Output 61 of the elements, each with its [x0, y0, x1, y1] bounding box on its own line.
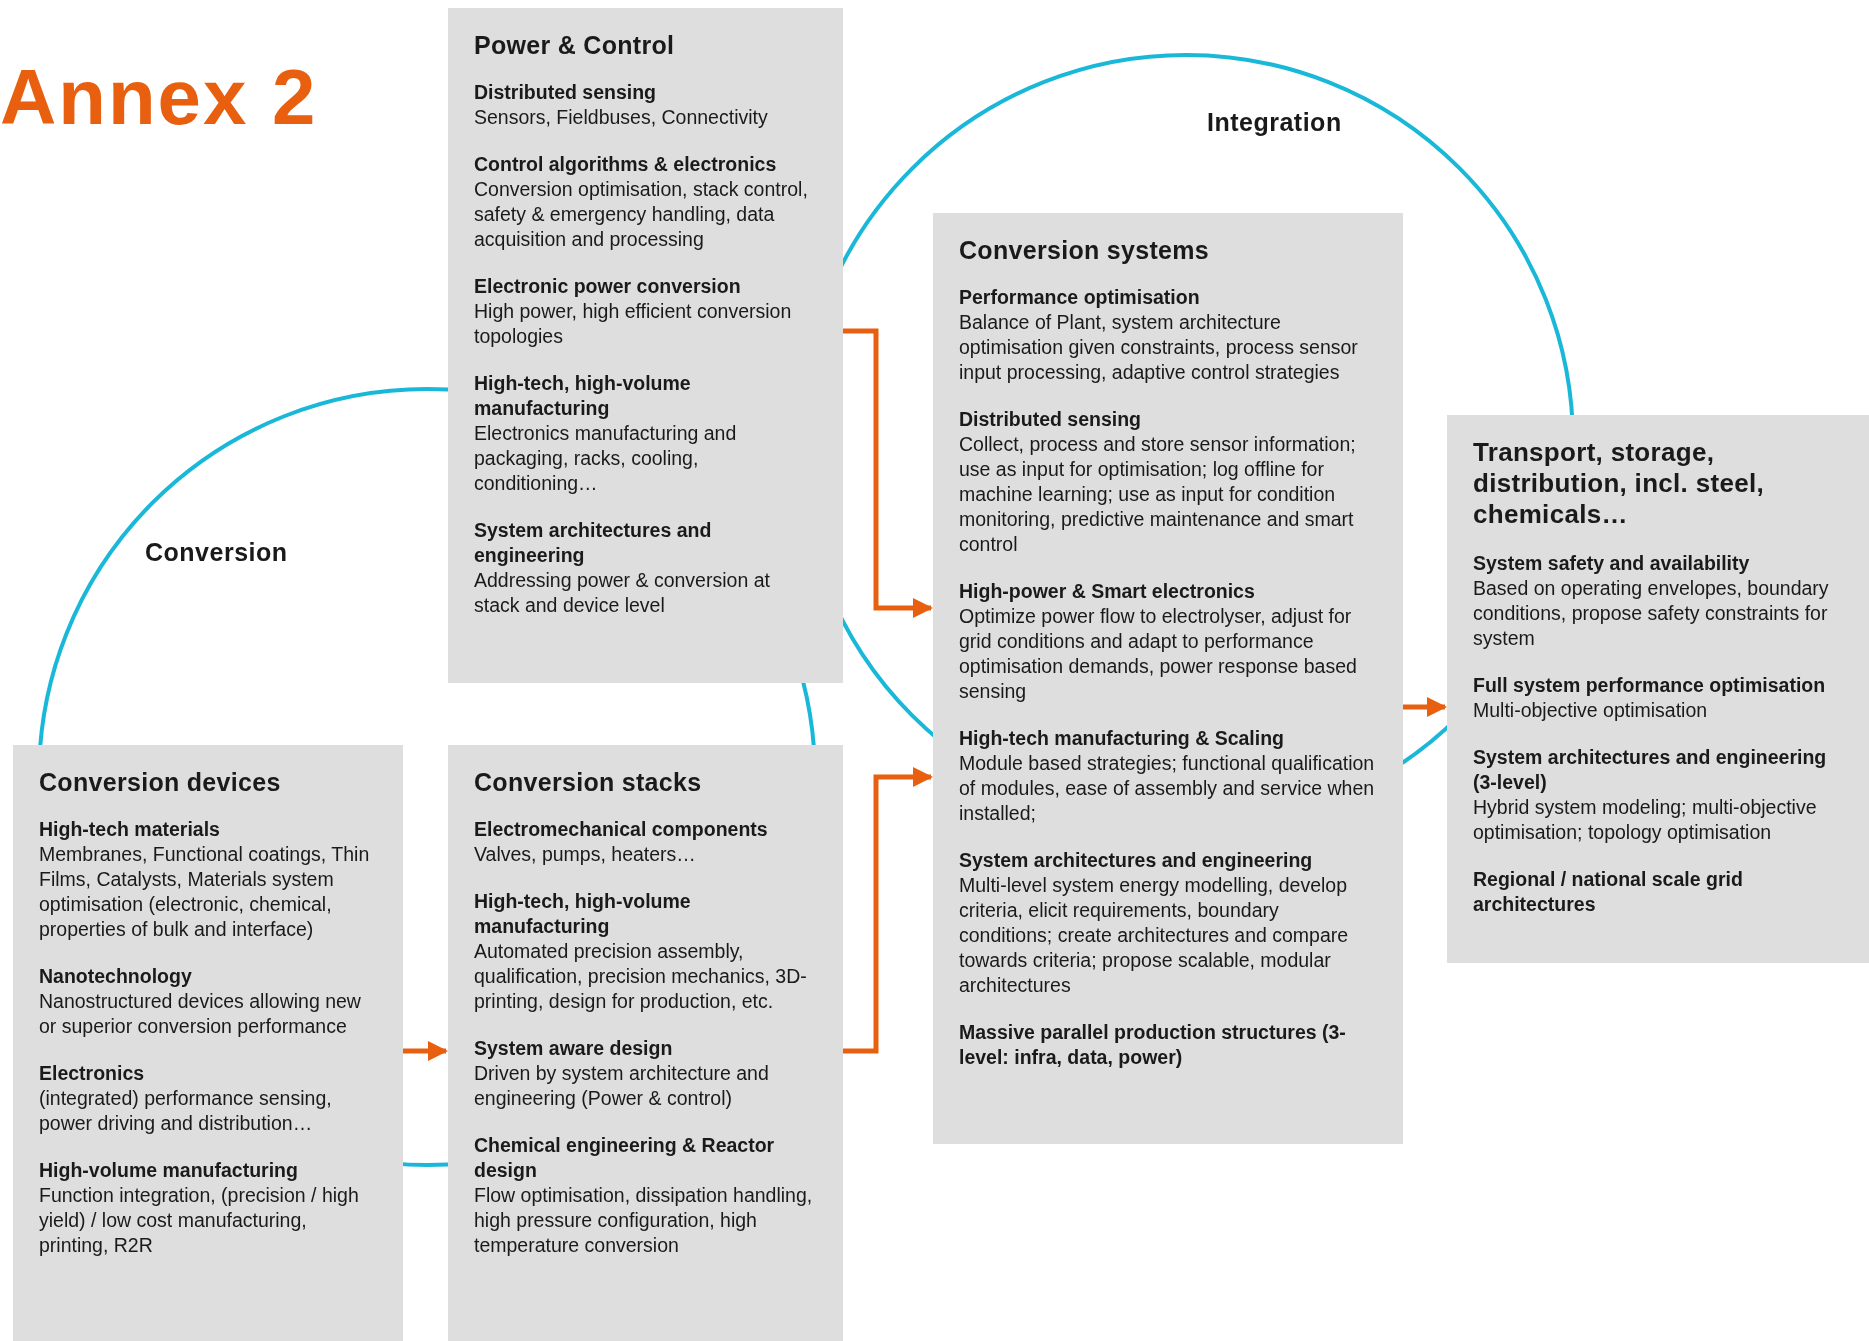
- panel-heading: Conversion stacks: [474, 767, 703, 797]
- topic-description: Balance of Plant, system architecture optimisation given constraints, process sensor input processing, adaptive control strategies: [959, 310, 1359, 385]
- topic-panel: [448, 8, 843, 683]
- topic-description: High power, high efficient conversion topologies: [474, 299, 793, 349]
- topic-description: Module based strategies; functional qualification of modules, ease of assembly and service when installed;: [959, 751, 1376, 826]
- cycle-label: Conversion: [145, 538, 288, 567]
- topic-title: System safety and availability: [1473, 550, 1751, 576]
- topic-title: Chemical engineering & Reactor design: [474, 1133, 776, 1183]
- topic-title: High-volume manufacturing: [39, 1158, 299, 1183]
- title: Annex 2: [0, 58, 318, 136]
- arrow: [403, 1041, 448, 1061]
- arrow: [1403, 697, 1447, 717]
- topic-title: Nanotechnology: [39, 964, 193, 989]
- topic-description: Nanostructured devices allowing new or superior conversion performance: [39, 989, 362, 1039]
- arrow: [843, 328, 933, 618]
- topic-description: Function integration, (precision / high yield) / low cost manufacturing, printing, R2R: [39, 1183, 360, 1258]
- topic-description: Conversion optimisation, stack control, safety & emergency handling, data acquisition and processing: [474, 177, 809, 252]
- topic-description: Multi-level system energy modelling, develop criteria, elicit requirements, boundary conditions; create architectures and compare towards criteria; propose scalable, modular architectures: [959, 873, 1350, 998]
- topic-title: High-tech, high-volume manufacturing: [474, 371, 692, 421]
- topic-description: Addressing power & conversion at stack and device level: [474, 568, 771, 618]
- topic-panel: [1447, 415, 1869, 963]
- topic-title: System architectures and engineering: [959, 848, 1314, 873]
- topic-title: Control algorithms & electronics: [474, 152, 778, 177]
- panel-heading: Transport, storage, distribution, incl. steel, chemicals…: [1473, 437, 1765, 531]
- topic-title: System architectures and engineering: [474, 518, 713, 568]
- topic-description: Based on operating envelopes, boundary conditions, propose safety constraints for system: [1473, 575, 1830, 651]
- topic-title: Distributed sensing: [959, 407, 1143, 432]
- topic-title: High-tech, high-volume manufacturing: [474, 889, 692, 939]
- topic-title: Electromechanical components: [474, 817, 769, 842]
- topic-title: System architectures and engineering (3-level): [1473, 744, 1828, 795]
- topic-title: System aware design: [474, 1036, 674, 1061]
- topic-title: Full system performance optimisation: [1473, 672, 1827, 698]
- topic-title: High-tech manufacturing & Scaling: [959, 726, 1286, 751]
- topic-panel: [933, 213, 1403, 1144]
- topic-title: Performance optimisation: [959, 285, 1201, 310]
- topic-title: High-power & Smart electronics: [959, 579, 1256, 604]
- cycle-label: Integration: [1207, 108, 1342, 137]
- topic-description: Electronics manufacturing and packaging, racks, cooling, conditioning…: [474, 421, 738, 496]
- topic-title: Massive parallel production structures (3-level: infra, data, power): [959, 1020, 1347, 1070]
- topic-panel: [448, 745, 843, 1341]
- topic-title: High-tech materials: [39, 817, 221, 842]
- panel-heading: Conversion systems: [959, 235, 1210, 265]
- topic-description: (integrated) performance sensing, power driving and distribution…: [39, 1086, 333, 1136]
- topic-title: Distributed sensing: [474, 80, 658, 105]
- topic-description: Valves, pumps, heaters…: [474, 842, 697, 867]
- panel-heading: Conversion devices: [39, 767, 282, 797]
- topic-description: Optimize power flow to electrolyser, adjust for grid conditions and adapt to performance optimisation demands, power response based sensing: [959, 604, 1358, 704]
- topic-description: Automated precision assembly, qualification, precision mechanics, 3D-printing, design for production, etc.: [474, 939, 808, 1014]
- topic-description: Collect, process and store sensor information; use as input for optimisation; log offline for machine learning; use as input for condition monitoring, predictive maintenance and smart control: [959, 432, 1357, 557]
- topic-title: Electronics: [39, 1061, 146, 1086]
- topic-panel: [13, 745, 403, 1341]
- topic-description: Flow optimisation, dissipation handling, high pressure configuration, high temperature conversion: [474, 1183, 814, 1258]
- topic-description: Sensors, Fieldbuses, Connectivity: [474, 105, 769, 130]
- topic-description: Multi-objective optimisation: [1473, 697, 1709, 723]
- topic-title: Electronic power conversion: [474, 274, 742, 299]
- topic-title: Regional / national scale grid architectures: [1473, 866, 1744, 917]
- panel-heading: Power & Control: [474, 30, 676, 60]
- arrow: [843, 767, 933, 1054]
- topic-description: Membranes, Functional coatings, Thin Films, Catalysts, Materials system optimisation (electronic, chemical, properties of bulk and interface): [39, 842, 371, 942]
- topic-description: Driven by system architecture and engineering (Power & control): [474, 1061, 770, 1111]
- topic-description: Hybrid system modeling; multi-objective optimisation; topology optimisation: [1473, 794, 1818, 845]
